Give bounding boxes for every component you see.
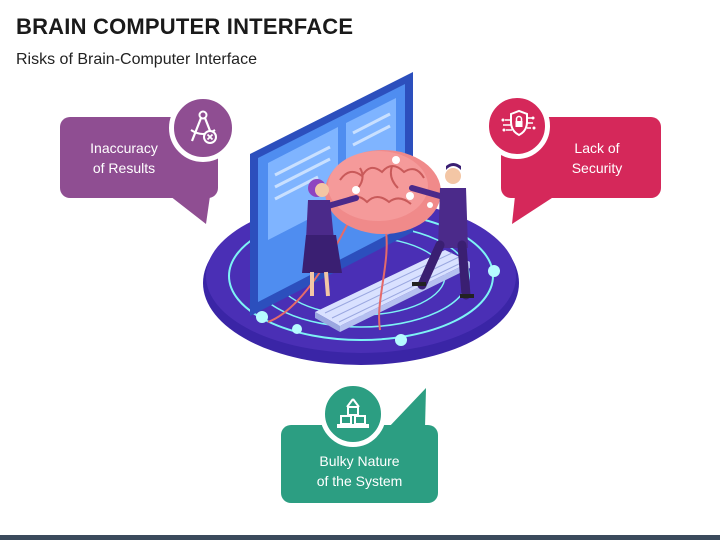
- boxes-icon: [320, 381, 386, 447]
- bubble-tail-inaccuracy: [170, 196, 210, 224]
- risk-label-security: Lack of Security: [571, 139, 623, 176]
- risk-label-inaccuracy: Inaccuracy of Results: [90, 139, 158, 176]
- page-title: BRAIN COMPUTER INTERFACE: [16, 14, 354, 39]
- cable: [378, 224, 388, 331]
- woman-figure: [302, 179, 359, 297]
- compass-icon: [169, 94, 237, 162]
- brain: [325, 150, 441, 234]
- shield-lock-icon: [484, 93, 550, 159]
- risk-bubble-security: Lack of Security: [501, 117, 661, 198]
- bubble-tail-security: [512, 196, 555, 224]
- bubble-tail-bulky: [388, 388, 426, 428]
- risk-label-bulky: Bulky Nature of the System: [316, 453, 403, 489]
- man-figure: [409, 163, 474, 300]
- page-subtitle: Risks of Brain-Computer Interface: [16, 51, 257, 68]
- footer-bar: [0, 535, 720, 540]
